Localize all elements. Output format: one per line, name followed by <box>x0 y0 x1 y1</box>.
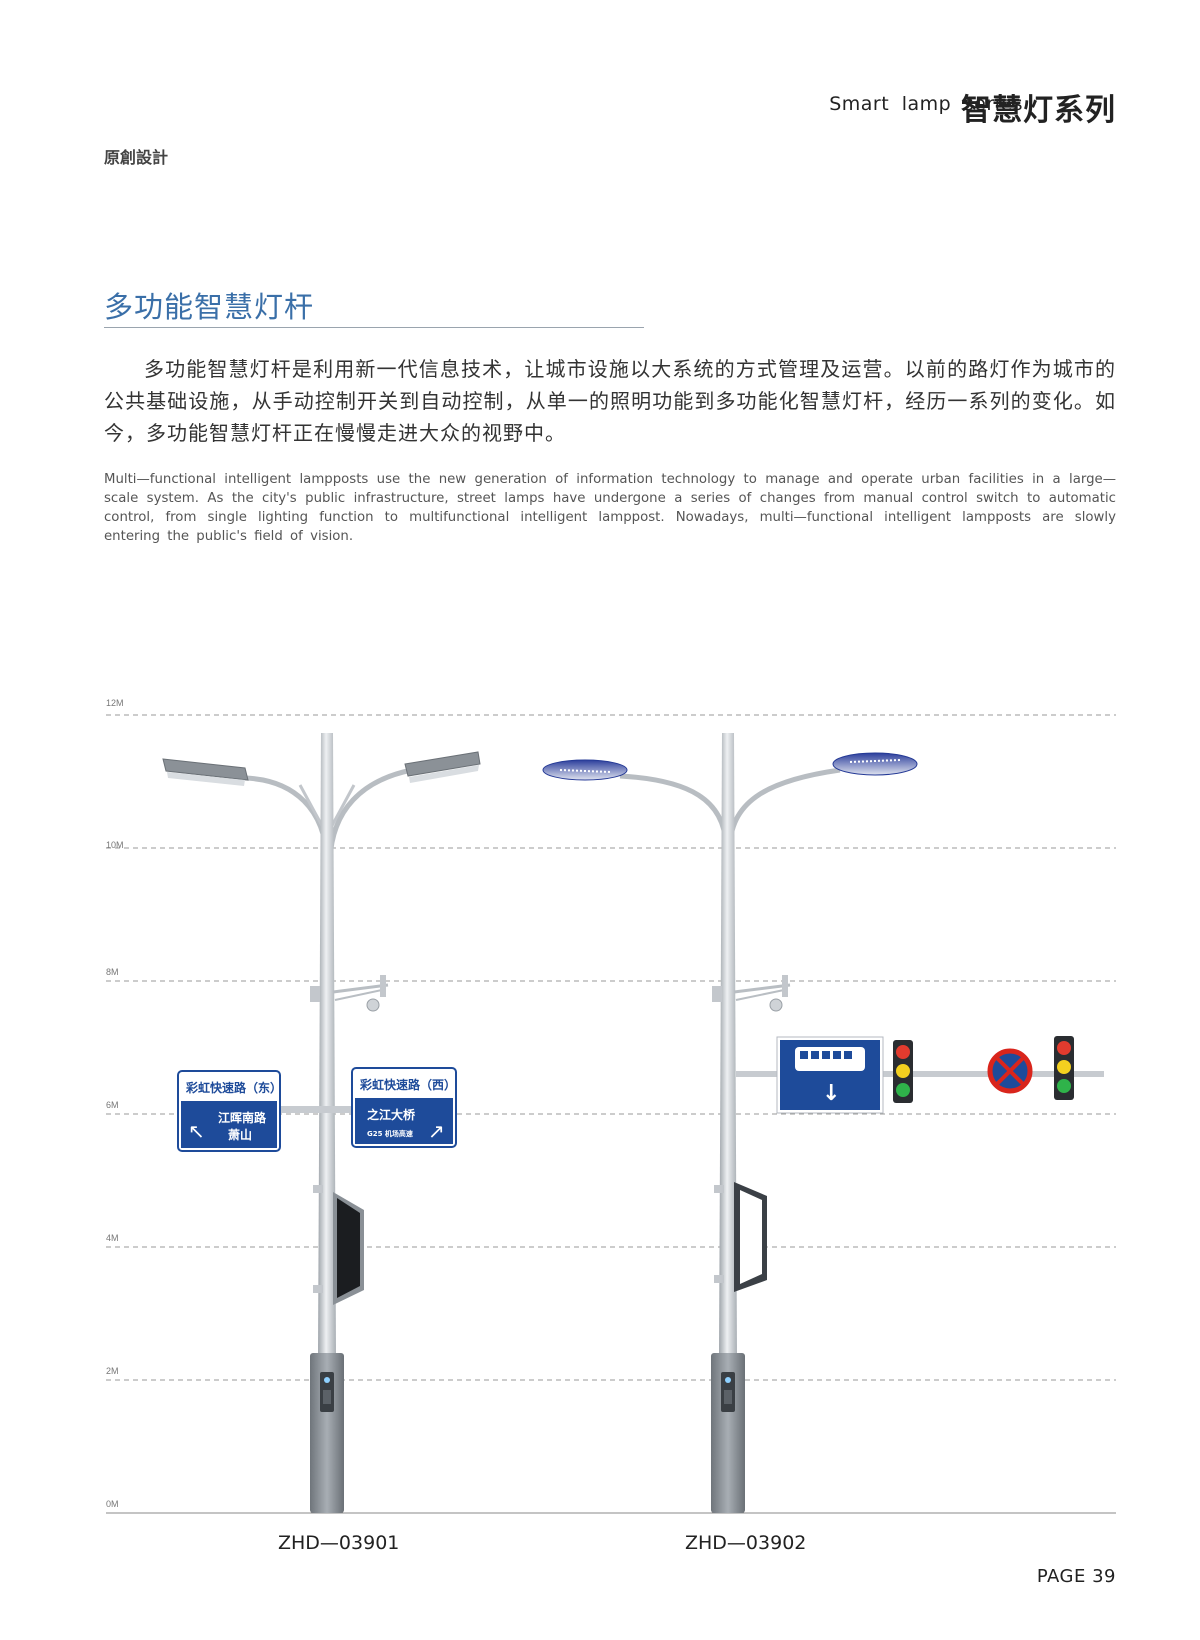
traffic-gantry-arm <box>736 1071 1104 1077</box>
camera-bracket <box>712 975 791 1012</box>
street-light-head-right <box>832 752 918 776</box>
intro-paragraph-en: Multi—functional intelligent lampposts u… <box>104 472 1116 544</box>
road-sign-west: 彩虹快速路（西） 之江大桥 G25 机场高速 ↗ <box>351 1067 457 1148</box>
street-light-head-right <box>404 751 481 783</box>
road-sign-east: 彩虹快速路（东） 江晖南路 萧山 ↖ <box>177 1070 282 1152</box>
pole-shaft <box>318 733 336 1360</box>
series-title-cn: 智慧灯系列 <box>961 93 1116 128</box>
sign-destination: 萧山 <box>228 1127 252 1142</box>
pole-shaft <box>719 733 737 1360</box>
product-model-2: ZHD—03902 <box>685 1532 807 1554</box>
sign-destination: 之江大桥 <box>367 1107 416 1122</box>
height-label: 10M <box>106 840 124 850</box>
led-display-screen <box>313 1185 364 1305</box>
pole-base-cabinet <box>310 1353 344 1513</box>
height-label: 2M <box>106 1366 119 1376</box>
sign-road-name: 彩虹快速路（东） <box>185 1080 282 1095</box>
lamppost-zhd-03901: 彩虹快速路（东） 江晖南路 萧山 ↖ 彩虹快速路（西） 之江大桥 G25 机场高… <box>162 733 481 1513</box>
lamp-arm-right <box>727 767 841 846</box>
sign-destination: 江晖南路 <box>218 1110 267 1125</box>
no-stopping-sign-icon <box>987 1048 1033 1094</box>
pole-base-cabinet <box>711 1353 745 1513</box>
sign-destination: G25 机场高速 <box>367 1129 413 1138</box>
charging-port-icon <box>324 1377 330 1383</box>
original-design-mark: 原創設計 <box>104 148 169 167</box>
led-display-screen <box>714 1182 767 1292</box>
intro-paragraph-cn: 多功能智慧灯杆是利用新一代信息技术，让城市设施以大系统的方式管理及运营。以前的路… <box>104 357 1116 445</box>
cctv-camera-icon <box>366 998 380 1012</box>
lamp-arm-left <box>619 773 729 846</box>
height-label: 4M <box>106 1233 119 1243</box>
sign-road-name: 彩虹快速路（西） <box>359 1077 456 1092</box>
height-label: 6M <box>106 1100 119 1110</box>
arrow-up-right-icon: ↗ <box>428 1119 445 1143</box>
arrow-up-left-icon: ↖ <box>188 1119 205 1143</box>
height-label: 12M <box>106 698 124 708</box>
page-number: PAGE 39 <box>1036 1566 1116 1587</box>
traffic-light <box>893 1040 913 1103</box>
street-light-head-left <box>542 759 628 781</box>
lamp-arm-right <box>327 767 413 861</box>
height-label: 8M <box>106 967 119 977</box>
camera-bracket <box>310 975 389 1012</box>
cctv-camera-icon <box>769 998 783 1012</box>
charging-port-icon <box>725 1377 731 1383</box>
height-label: 0M <box>106 1499 119 1509</box>
heading-underline <box>104 327 644 328</box>
lamppost-zhd-03902: ↓ <box>542 733 1104 1513</box>
sign-crossbar <box>278 1106 376 1113</box>
bus-lane-sign: ↓ <box>776 1036 884 1114</box>
series-title-en: Smart lamp series <box>829 93 1023 115</box>
section-heading: 多功能智慧灯杆 <box>104 290 315 324</box>
traffic-light <box>1054 1036 1074 1100</box>
product-model-1: ZHD—03901 <box>278 1532 400 1554</box>
height-scale: 12M 10M 8M 6M 4M 2M 0M <box>106 698 1116 1514</box>
arrow-down-icon: ↓ <box>822 1081 840 1106</box>
street-light-head-left <box>162 758 249 786</box>
